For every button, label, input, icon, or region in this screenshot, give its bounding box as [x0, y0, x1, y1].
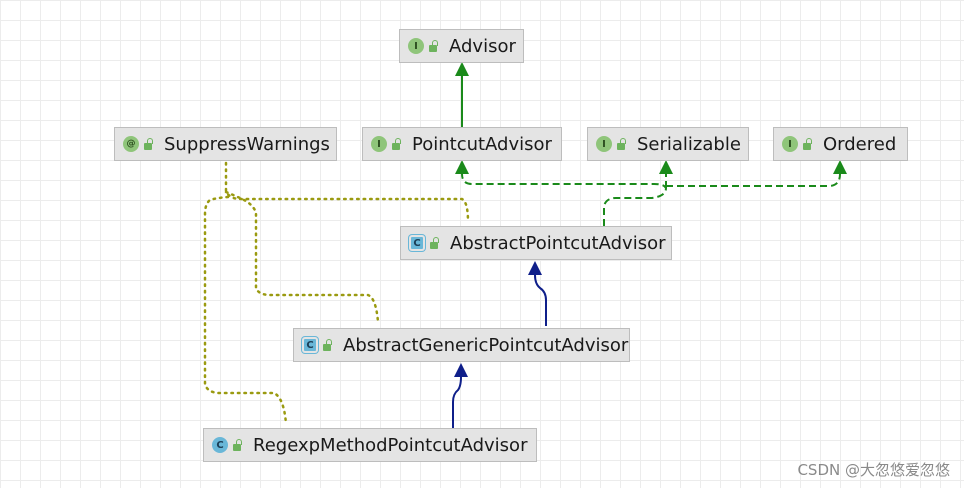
annotation-edge-regexp-method-pointcut-advisor — [203, 195, 288, 426]
interface-icon: I — [782, 136, 798, 152]
node-label: AbstractPointcutAdvisor — [450, 232, 666, 254]
annotation-edge-abstract-generic-pointcut-advisor — [224, 190, 380, 324]
node-serializable[interactable]: I Serializable — [587, 127, 749, 161]
interface-icon: I — [408, 38, 424, 54]
node-label: PointcutAdvisor — [412, 133, 552, 155]
node-ordered[interactable]: I Ordered — [773, 127, 908, 161]
arrowhead-abstract-generic-pointcut-advisor — [454, 363, 468, 377]
abstract-class-icon: C — [302, 337, 318, 353]
arrowhead-pointcut-advisor-implements — [455, 160, 469, 174]
arrowhead-serializable — [659, 160, 673, 174]
abstract-class-icon: C — [409, 235, 425, 251]
lock-icon — [233, 438, 242, 451]
watermark: CSDN @大忽悠爱忽悠 — [797, 461, 950, 479]
interface-icon: I — [596, 136, 612, 152]
arrowhead-abstract-pointcut-advisor — [528, 261, 542, 275]
node-advisor[interactable]: I Advisor — [399, 29, 524, 63]
lock-icon — [430, 236, 439, 249]
implements-edge-to-pointcut-advisor — [461, 173, 668, 226]
arrowhead-ordered — [833, 160, 847, 174]
interface-icon: I — [371, 136, 387, 152]
extends-edge-regexp-to-abstract-generic — [452, 376, 462, 428]
node-label: SuppressWarnings — [164, 133, 330, 155]
node-label: Serializable — [637, 133, 741, 155]
annotation-edge-abstract-pointcut-advisor — [224, 161, 470, 224]
node-abstract-pointcut-advisor[interactable]: C AbstractPointcutAdvisor — [400, 226, 672, 260]
node-regexp-method-pointcut-advisor[interactable]: C RegexpMethodPointcutAdvisor — [203, 428, 537, 462]
lock-icon — [392, 137, 401, 150]
annotation-icon: @ — [123, 136, 139, 152]
lock-icon — [144, 137, 153, 150]
node-label: RegexpMethodPointcutAdvisor — [253, 434, 528, 456]
lock-icon — [323, 338, 332, 351]
node-pointcut-advisor[interactable]: I PointcutAdvisor — [362, 127, 562, 161]
class-icon: C — [212, 437, 228, 453]
implements-edge-to-ordered — [666, 173, 841, 187]
node-suppress-warnings[interactable]: @ SuppressWarnings — [114, 127, 337, 161]
node-label: Ordered — [823, 133, 897, 155]
node-label: AbstractGenericPointcutAdvisor — [343, 334, 629, 356]
node-abstract-generic-pointcut-advisor[interactable]: C AbstractGenericPointcutAdvisor — [293, 328, 630, 362]
extends-edge-abstract-generic-to-abstract-pointcut — [534, 274, 547, 326]
arrowhead-advisor — [455, 62, 469, 76]
node-label: Advisor — [449, 35, 516, 57]
lock-icon — [429, 39, 438, 52]
lock-icon — [617, 137, 626, 150]
lock-icon — [803, 137, 812, 150]
